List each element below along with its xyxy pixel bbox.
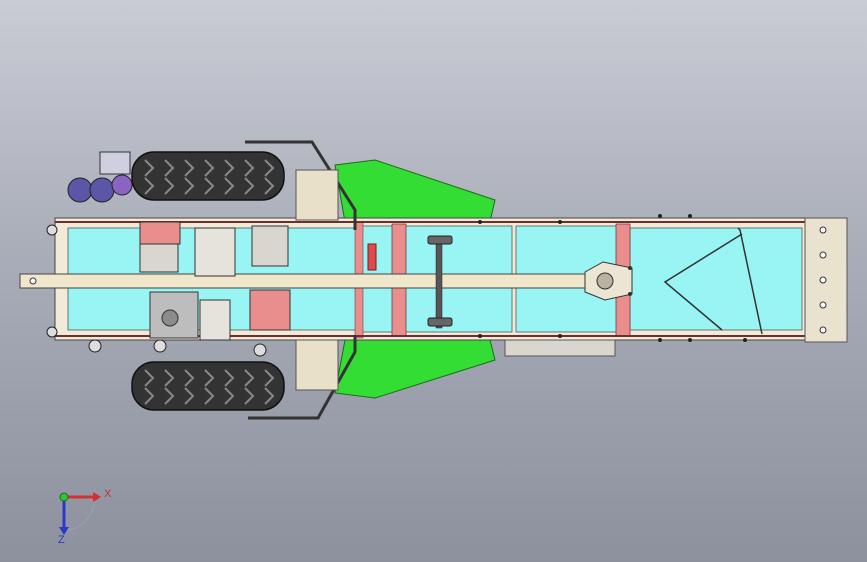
carriage-plate [504,339,616,357]
tail-struts [663,227,763,335]
triad-background-arc [63,499,95,531]
end-plate-bolts [819,226,827,334]
z-axis-arrowhead [59,527,69,535]
rear-housing [295,339,339,391]
gearbox-block [194,227,236,341]
shaft-collar-top [427,235,453,245]
x-axis-label: X [104,488,112,500]
z-axis-label: Z [58,534,65,546]
y-axis-dot [59,492,69,502]
gear-motor [67,151,133,203]
rail-bolts [478,214,747,342]
motor-module-2 [249,225,291,331]
beam-end-hole [29,277,37,285]
control-box [149,291,199,339]
shaft-collar-bottom [427,317,453,327]
front-housing [295,169,339,221]
belt-section-4 [629,227,803,331]
head-pulleys [46,224,267,357]
hopper-flap-top [334,159,496,223]
tire-bottom [131,361,285,411]
tensioner-bracket [584,261,633,301]
tire-top [131,151,285,201]
coordinate-triad[interactable]: X Z [58,488,112,546]
motor-module-1 [139,221,181,273]
drive-shaft [435,235,443,329]
hopper-flap-bottom [334,339,496,399]
x-axis-arrowhead [93,492,101,502]
main-beam [19,273,621,289]
indicator-tab [367,243,377,271]
